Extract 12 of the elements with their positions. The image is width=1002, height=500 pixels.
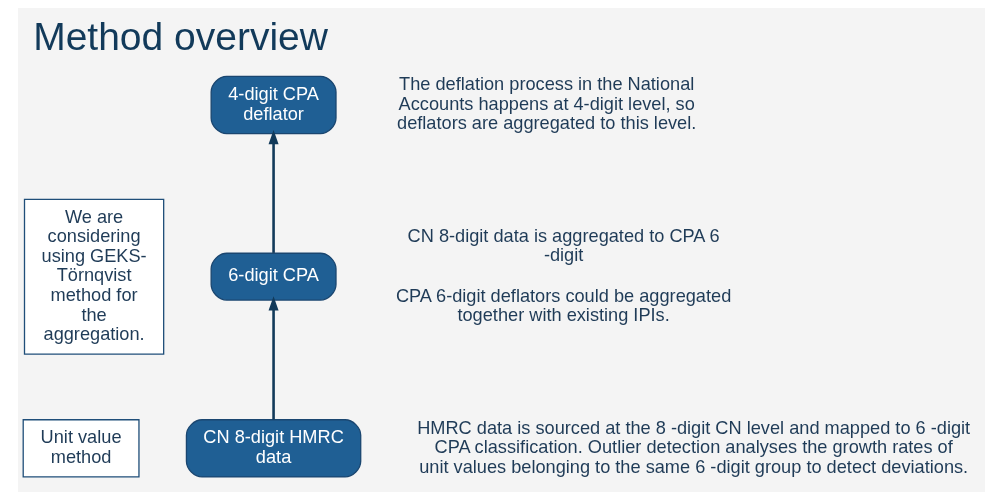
node-box: CN 8-digit HMRC data xyxy=(185,419,361,478)
node-box: We are considering using GEKS-Törnqvist method for the aggregation. xyxy=(23,198,164,355)
node-label: CPA 6-digit deflators could be aggregated together with existing IPIs. xyxy=(395,285,731,326)
node-box: 4-digit CPA deflator xyxy=(210,75,337,135)
diagram-title: Method overview xyxy=(32,14,328,58)
node-label: HMRC data is sourced at the 8 -digit CN level and mapped to 6 -digit CPA classification. Outlier detection analyses the growth rates of unit values belonging to the same 6 -digit group to detect deviations. xyxy=(416,417,970,477)
node-box: Unit value method xyxy=(22,419,140,478)
node-label: The deflation process in the National Accounts happens at 4-digit level, so deflators are aggregated to this level. xyxy=(396,74,696,134)
node-box: 6-digit CPA xyxy=(210,252,337,301)
arrow xyxy=(268,129,279,253)
arrow xyxy=(268,296,279,420)
node-label: CN 8-digit data is aggregated to CPA 6 -digit xyxy=(407,225,720,266)
